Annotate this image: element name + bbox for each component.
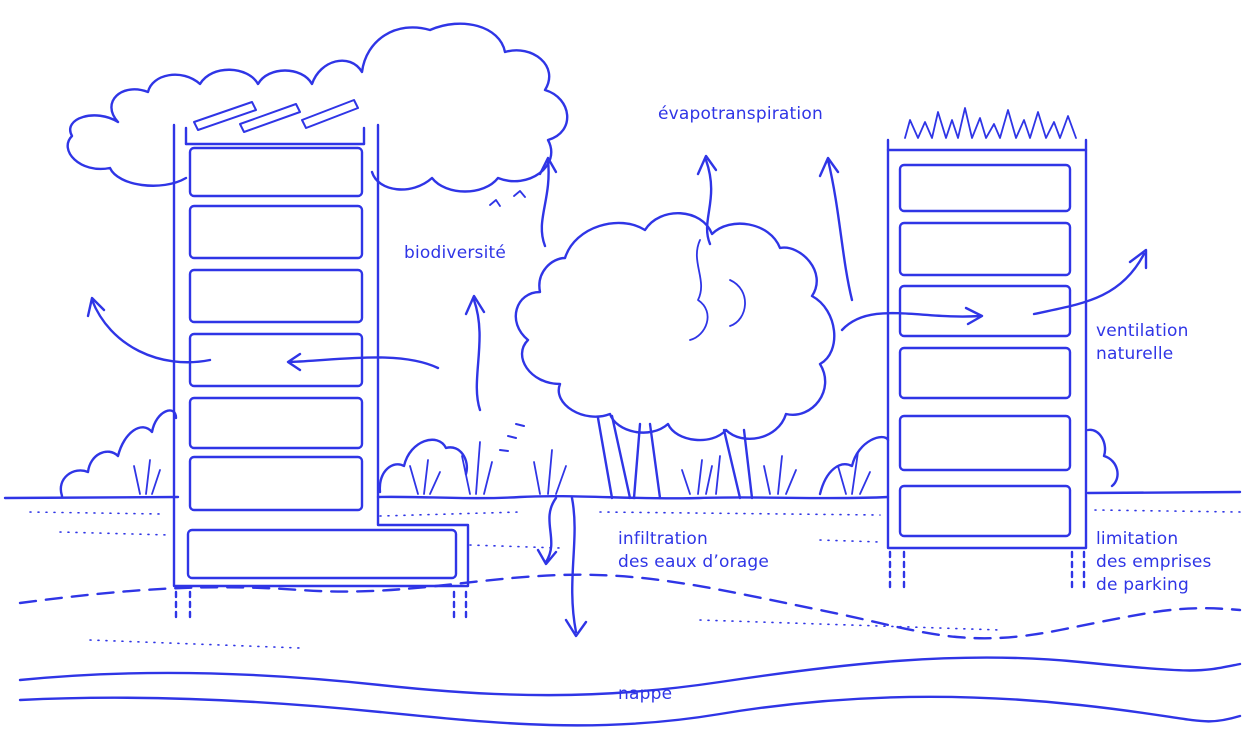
label-parking-limitation: limitation des emprises de parking [1096, 528, 1212, 597]
label-aquifer: nappe [618, 683, 672, 706]
label-stormwater-infiltration-line2: des eaux d’orage [618, 551, 769, 574]
label-parking-limitation-line3: de parking [1096, 574, 1212, 597]
left-building [174, 125, 468, 622]
right-building [888, 140, 1086, 592]
arrow-infiltration [538, 498, 586, 636]
tree-trunks [598, 416, 752, 498]
label-parking-limitation-line2: des emprises [1096, 551, 1212, 574]
label-parking-limitation-line1: limitation [1096, 528, 1212, 551]
shrub-left [61, 410, 176, 496]
label-natural-ventilation: ventilation naturelle [1096, 320, 1189, 366]
label-stormwater-infiltration-line1: infiltration [618, 528, 769, 551]
label-evapotranspiration: évapotranspiration [658, 103, 823, 126]
tree-canopy-inner [690, 240, 745, 340]
arrow-evapotranspiration-1 [540, 158, 556, 246]
label-natural-ventilation-line1: ventilation [1096, 320, 1189, 343]
water-table-dashed-line [20, 575, 1240, 639]
cloud-outline [68, 24, 568, 192]
arrow-evapotranspiration-3 [820, 158, 852, 300]
label-natural-ventilation-line2: naturelle [1096, 343, 1189, 366]
arrow-evapotranspiration-2 [698, 156, 716, 244]
label-biodiversity: biodiversité [404, 242, 506, 265]
birds [490, 191, 525, 206]
shrub-middle [380, 440, 467, 492]
label-stormwater-infiltration: infiltration des eaux d’orage [618, 528, 769, 574]
green-roof-vegetation [905, 108, 1076, 138]
insects [500, 424, 524, 451]
solar-panels [194, 100, 358, 132]
arrow-biodiversity [466, 296, 484, 410]
tree-canopy [516, 213, 834, 440]
